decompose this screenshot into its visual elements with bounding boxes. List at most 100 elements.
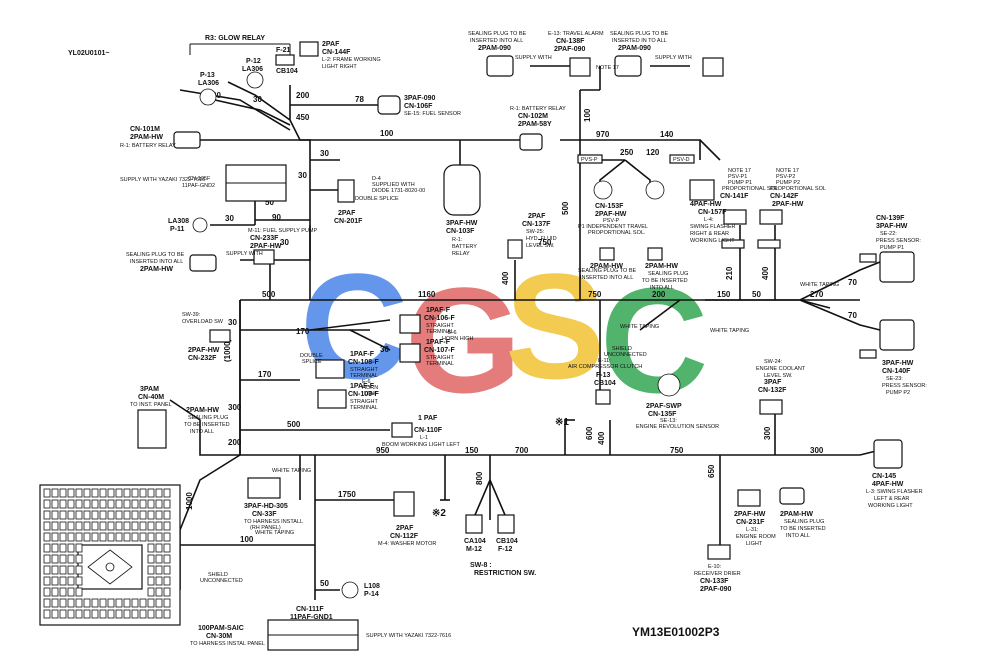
main-harness (169, 43, 881, 600)
label: 2PAF (396, 525, 414, 532)
label: CN-110F (414, 427, 443, 434)
pin (131, 598, 139, 608)
pin (99, 521, 107, 531)
label: BOOM WORKING LIGHT LEFT (382, 442, 460, 448)
pin (51, 554, 59, 564)
label: WHITE TAPING (800, 282, 839, 288)
label: 100PAM-SAIC (198, 625, 244, 632)
pin (43, 521, 51, 531)
pin (139, 488, 147, 498)
watermark-letter-1: C (300, 242, 408, 410)
label: CN-157F (698, 209, 727, 216)
pin (83, 488, 91, 498)
pin (115, 488, 123, 498)
label: E-6 (448, 330, 457, 336)
label: P1 INDEPENDENT TRAVEL (578, 224, 648, 230)
pin (123, 499, 131, 509)
pin (83, 499, 91, 509)
pin (43, 598, 51, 608)
length: 400 (501, 271, 510, 285)
label: SEALING PLUG TO BE (578, 268, 637, 274)
label: SPLICE (302, 359, 322, 365)
label: TERMINAL (350, 405, 378, 411)
label: CN-102M (518, 113, 548, 120)
pin (123, 609, 131, 619)
label: LIGHT RIGHT (322, 64, 357, 70)
length: 30 (298, 171, 307, 180)
label: 2PAF-HW (188, 347, 220, 354)
header-code: YL02U0101~ (68, 50, 109, 57)
length: 1160 (418, 290, 436, 299)
length: 50 (265, 198, 274, 207)
label: LIGHT (746, 541, 763, 547)
pin (43, 554, 51, 564)
pin (99, 510, 107, 520)
label: TERMINAL (426, 361, 454, 367)
label: INSERTED INTO ALL (580, 275, 633, 281)
label: 2PAM-HW (140, 266, 173, 273)
pin (155, 543, 163, 553)
label: INSERTED IN TO ALL (612, 38, 667, 44)
label: 2PAF-HW (772, 201, 804, 208)
pin (67, 521, 75, 531)
label: CN-139F (876, 215, 905, 222)
label: L108 (364, 583, 380, 590)
length: 70 (848, 311, 857, 320)
length: 750 (670, 446, 684, 455)
label: CN-141F (720, 193, 749, 200)
label: CN-233F (250, 235, 279, 242)
length: 30 (380, 345, 389, 354)
label: SUPPLY WITH YAZAKI 7322-7616 (366, 633, 451, 639)
length: 750 (538, 238, 552, 247)
watermark: C G S C (300, 242, 708, 424)
label: PSV-P1 (728, 174, 747, 180)
label: WORKING LIGHT (690, 238, 735, 244)
label: TERMINAL (426, 329, 454, 335)
pin (59, 532, 67, 542)
pin (147, 543, 155, 553)
label: INTO ALL (786, 533, 810, 539)
pin (75, 576, 83, 586)
length: 90 (272, 213, 281, 222)
pin (147, 576, 155, 586)
length: 250 (620, 148, 634, 157)
length: 300 (228, 403, 242, 412)
pin (91, 488, 99, 498)
label: E-6 (362, 379, 371, 385)
label: (RH PANEL) (250, 525, 281, 531)
label: ENGINE REVOLUTION SENSOR (636, 424, 719, 430)
label: CN-112F (390, 533, 419, 540)
pin (147, 565, 155, 575)
label: SE-22: (880, 231, 897, 237)
cn30m-pin-grid (43, 488, 171, 619)
label: 2PAF-HW (734, 511, 766, 518)
label: SW-8 : (470, 562, 492, 569)
label: SEALING PLUG (188, 415, 228, 421)
label: CN-132F (758, 387, 787, 394)
label: L-2: FRAME WORKING (322, 57, 381, 63)
pin (67, 554, 75, 564)
pin (99, 499, 107, 509)
pin (51, 565, 59, 575)
pin (67, 543, 75, 553)
label: CN-107-F (424, 347, 455, 354)
pin (131, 532, 139, 542)
label: PSV-D (673, 157, 690, 163)
label: CN-138F (556, 38, 585, 45)
label: SE-13: (660, 418, 677, 424)
pin (91, 521, 99, 531)
length: 970 (596, 130, 610, 139)
label: CN-140F (882, 368, 911, 375)
label: 1PAF-F (426, 339, 451, 346)
pin (115, 532, 123, 542)
label: CN-153F (595, 203, 624, 210)
label: CB104 (496, 538, 518, 545)
label: RIGHT & REAR (690, 231, 729, 237)
pin (75, 598, 83, 608)
label: 3PAM (140, 386, 159, 393)
label: 2PAM-HW (186, 407, 219, 414)
pin (59, 499, 67, 509)
length: 200 (652, 290, 666, 299)
label: D-4 (372, 176, 381, 182)
label: CN-201F (334, 218, 363, 225)
